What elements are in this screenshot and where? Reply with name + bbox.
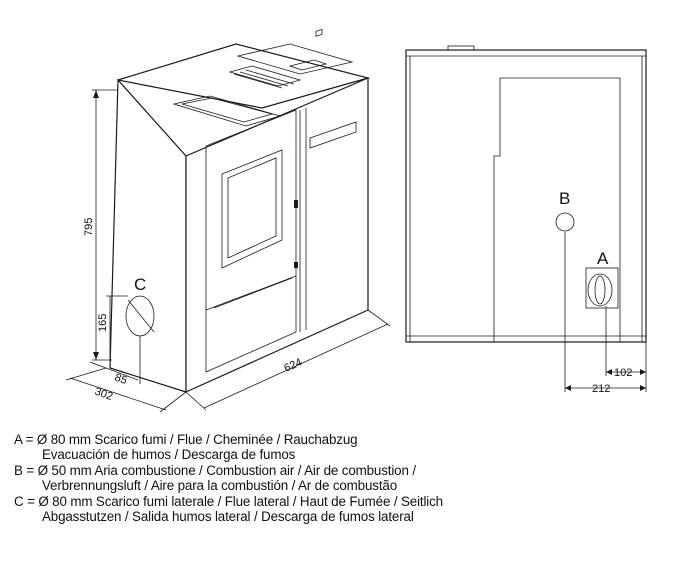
callout-b-label: B: [559, 189, 570, 208]
isometric-stove-view: C 795 165 302 85 624: [65, 28, 391, 413]
legend-item-c: C = Ø 80 mm Scarico fumi laterale / Flue…: [14, 494, 664, 525]
technical-drawing: C 795 165 302 85 624: [65, 28, 647, 413]
dimension-outlet-c-height-label: 165: [97, 314, 109, 332]
dimension-outlet-b-offset-label: 212: [592, 383, 610, 395]
top-vent-grille: [228, 65, 302, 87]
legend-item-a-line2: Evacuación de humos / Descarga de fumos: [42, 447, 296, 463]
pellet-lid-handle: [288, 59, 328, 71]
pellet-lid-panel: [236, 43, 354, 75]
door-glass-window: [221, 149, 283, 269]
rear-top-tab: [447, 45, 475, 51]
callout-c-label: C: [134, 275, 146, 294]
legend-item-b: B = Ø 50 mm Aria combustione / Combustio…: [14, 463, 664, 494]
rear-inner-panel: [493, 77, 621, 342]
rear-stove-view: B A 102 212: [405, 45, 647, 395]
legend: A = Ø 80 mm Scarico fumi / Flue / Chemin…: [14, 432, 664, 524]
control-display-panel: [309, 121, 357, 149]
legend-item-b-line1: B = Ø 50 mm Aria combustione / Combustio…: [14, 462, 416, 478]
dimension-height-label: 795: [83, 218, 95, 236]
dimension-depth-label: 302: [93, 386, 114, 404]
top-hatch-panel-inner: [181, 97, 274, 123]
legend-item-b-line2: Verbrennungsluft / Aire para la combusti…: [42, 478, 397, 494]
dimension-width-label: 624: [282, 356, 304, 374]
legend-item-c-line2: Abgasstutzen / Salida humos lateral / De…: [42, 509, 414, 525]
legend-item-a: A = Ø 80 mm Scarico fumi / Flue / Chemin…: [14, 432, 664, 463]
callout-a-label: A: [597, 249, 609, 268]
outlet-b-circle: [555, 212, 575, 232]
stove-door: [205, 109, 297, 373]
dimension-outlet-c-offset-label: 85: [113, 372, 129, 387]
dimension-outlet-a-offset-label: 102: [614, 367, 632, 379]
outlet-a-circle: [587, 273, 613, 307]
legend-item-a-line1: A = Ø 80 mm Scarico fumi / Flue / Chemin…: [14, 432, 358, 447]
stove-front-face: [185, 77, 369, 393]
door-glass-inner: [227, 157, 277, 259]
legend-item-c-line1: C = Ø 80 mm Scarico fumi laterale / Flue…: [14, 493, 443, 509]
rear-panel-outline: [405, 49, 647, 343]
door-handle: [294, 200, 298, 208]
outlet-a-frame: [585, 267, 619, 309]
stove-left-face: [109, 78, 187, 393]
door-hinge: [294, 262, 298, 268]
